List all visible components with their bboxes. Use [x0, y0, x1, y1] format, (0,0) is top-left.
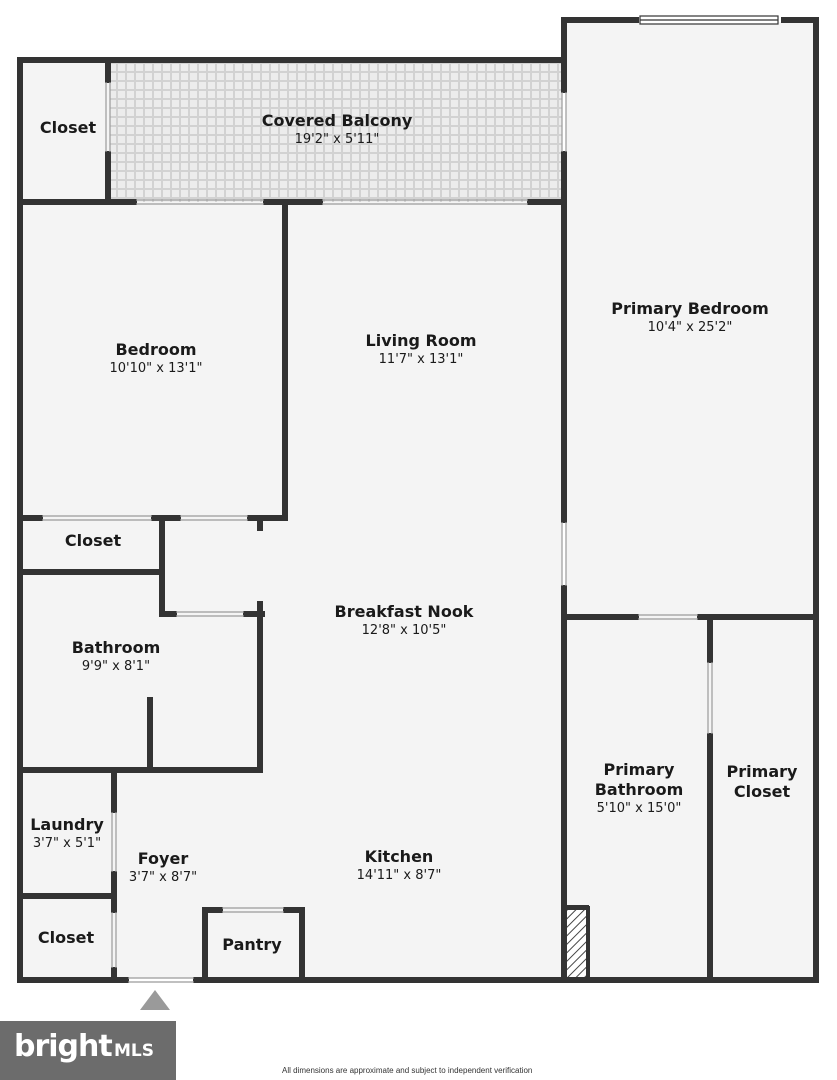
room-name: Bedroom [115, 340, 197, 359]
room-name: Bathroom [71, 638, 161, 657]
door-openings [42, 82, 713, 983]
balcony-floor [110, 62, 562, 202]
walls [17, 17, 819, 983]
room-label-living-room: Living Room 11'7" x 13'1" [366, 331, 477, 369]
floor-areas [22, 22, 813, 978]
room-name: Closet [39, 118, 97, 137]
bright-mls-logo: bright MLS [0, 1021, 176, 1080]
room-dimensions: 3'7" x 5'1" [32, 836, 102, 851]
room-dimensions: 10'10" x 13'1" [109, 361, 203, 376]
room-name: Kitchen [364, 847, 434, 866]
room-label-closet-top-left: Closet [40, 118, 96, 138]
room-dimensions: 3'7" x 8'7" [128, 870, 198, 885]
room-label-bathroom: Bathroom 9'9" x 8'1" [72, 638, 161, 676]
room-dimensions: 14'11" x 8'7" [356, 868, 442, 883]
room-label-pantry: Pantry [222, 935, 281, 955]
room-dimensions: 19'2" x 5'11" [294, 132, 380, 147]
windows [639, 15, 779, 25]
room-label-breakfast-nook: Breakfast Nook 12'8" x 10'5" [335, 602, 474, 640]
room-label-primary-bathroom: Primary Bathroom 5'10" x 15'0" [579, 760, 699, 818]
room-dimensions: 9'9" x 8'1" [81, 659, 151, 674]
room-label-closet-middle: Closet [65, 531, 121, 551]
room-label-closet-bottom-left: Closet [38, 928, 94, 948]
room-dimensions: 5'10" x 15'0" [596, 801, 682, 816]
room-label-primary-bedroom: Primary Bedroom 10'4" x 25'2" [611, 299, 769, 337]
logo-brand: bright [14, 1029, 113, 1064]
room-label-kitchen: Kitchen 14'11" x 8'7" [357, 847, 442, 885]
room-name: Closet [64, 531, 122, 550]
room-dimensions: 11'7" x 13'1" [378, 352, 464, 367]
room-dimensions: 12'8" x 10'5" [361, 623, 447, 638]
logo-suffix: MLS [114, 1041, 154, 1061]
room-label-bedroom: Bedroom 10'10" x 13'1" [110, 340, 203, 378]
disclaimer-text: All dimensions are approximate and subje… [282, 1066, 533, 1075]
room-label-covered-balcony: Covered Balcony 19'2" x 5'11" [262, 111, 413, 149]
room-name: Covered Balcony [261, 111, 413, 130]
room-label-laundry: Laundry 3'7" x 5'1" [30, 815, 104, 853]
room-dimensions: 10'4" x 25'2" [647, 320, 733, 335]
room-name: Foyer [137, 849, 189, 868]
room-label-foyer: Foyer 3'7" x 8'7" [129, 849, 197, 887]
room-name: Primary Bedroom [611, 299, 769, 318]
room-label-primary-closet: Primary Closet [717, 762, 807, 802]
structural-column [565, 905, 590, 980]
room-name: Pantry [222, 935, 282, 954]
entry-arrow-icon [140, 990, 170, 1010]
room-name: Primary Bathroom [594, 760, 684, 799]
room-name: Closet [37, 928, 95, 947]
room-name: Laundry [30, 815, 104, 834]
room-name: Living Room [365, 331, 477, 350]
room-name: Primary Closet [726, 762, 798, 801]
room-name: Breakfast Nook [334, 602, 474, 621]
